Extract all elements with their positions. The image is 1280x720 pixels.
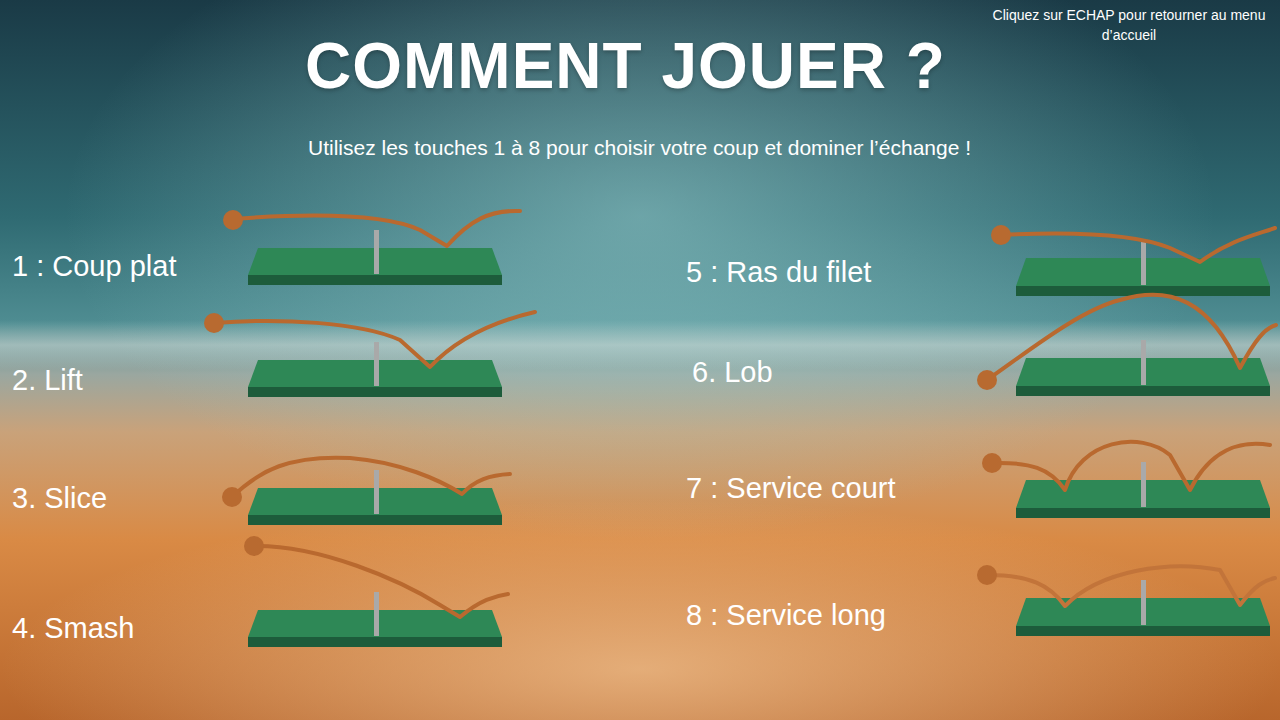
- table-service-court: [1016, 462, 1270, 518]
- net: [374, 342, 379, 386]
- shot-label: 8 : Service long: [686, 598, 886, 633]
- table-edge: [248, 387, 502, 397]
- balls: [204, 210, 1011, 585]
- ball: [977, 370, 997, 390]
- shot-label: 4. Smash: [12, 611, 135, 646]
- shot-label: 6. Lob: [692, 355, 773, 390]
- trajectory-service-long: [987, 566, 1275, 606]
- table-edge: [248, 515, 502, 525]
- table-edge: [248, 637, 502, 647]
- trajectories: [214, 211, 1276, 617]
- ball: [204, 313, 224, 333]
- trajectory-ras-du-filet: [1001, 228, 1275, 262]
- ball: [977, 565, 997, 585]
- tables: [248, 230, 1270, 647]
- floor-glow: [0, 380, 1280, 720]
- instructions: Utilisez les touches 1 à 8 pour choisir …: [308, 135, 971, 160]
- shot-label: 1 : Coup plat: [12, 249, 176, 284]
- table-edge: [1016, 626, 1270, 636]
- net: [1141, 340, 1146, 385]
- table-slice: [248, 470, 502, 525]
- table-edge: [1016, 386, 1270, 396]
- trajectory-coup-plat: [233, 211, 520, 246]
- escape-hint: Cliquez sur ECHAP pour retourner au menu…: [984, 5, 1274, 46]
- trajectory-smash: [254, 546, 508, 617]
- screen-title: COMMENT JOUER ?: [305, 31, 946, 101]
- net: [1141, 462, 1146, 507]
- ball: [982, 453, 1002, 473]
- ball: [244, 536, 264, 556]
- net: [374, 230, 379, 274]
- trajectory-slice: [232, 458, 510, 497]
- ball: [223, 210, 243, 230]
- ball: [222, 487, 242, 507]
- shot-label: 2. Lift: [12, 363, 83, 398]
- table-smash: [248, 592, 502, 647]
- table-coup-plat: [248, 230, 502, 285]
- shot-label: 7 : Service court: [686, 471, 896, 506]
- shot-label: 3. Slice: [12, 481, 107, 516]
- table-ras-du-filet: [1016, 240, 1270, 296]
- net: [1141, 240, 1146, 285]
- trajectory-lob: [987, 295, 1276, 380]
- table-lift: [248, 342, 502, 397]
- ball: [991, 225, 1011, 245]
- net: [374, 592, 379, 636]
- trajectory-lift: [214, 312, 535, 367]
- trajectory-service-court: [992, 442, 1270, 490]
- net: [1141, 580, 1146, 625]
- table-edge: [248, 275, 502, 285]
- table-edge: [1016, 508, 1270, 518]
- net: [374, 470, 379, 514]
- shot-label: 5 : Ras du filet: [686, 255, 871, 290]
